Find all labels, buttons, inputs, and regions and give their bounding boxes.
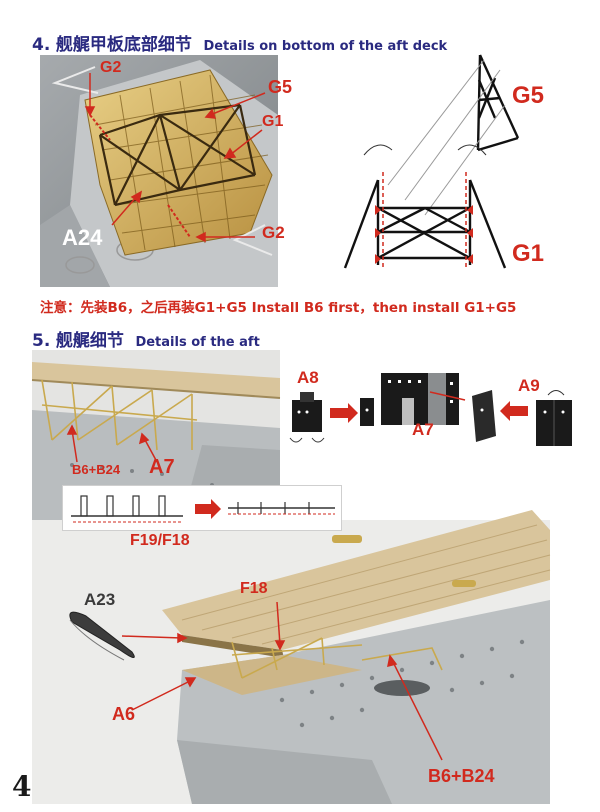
- aft-deck-bottom-illustration: [40, 55, 278, 287]
- g5-diagram-label: G5: [512, 82, 545, 109]
- aft-deck-bottom-photo: G2 G5 G1 A24 G2: [40, 55, 292, 287]
- g1-diagram-label: G1: [512, 240, 545, 267]
- g1-photo-label: G1: [262, 113, 284, 130]
- section-5-title-en: Details of the aft: [135, 335, 260, 350]
- f19-f18-parts-diagram: [71, 495, 335, 523]
- a7-photo-label: A7: [149, 456, 175, 478]
- section-4-title-zh: 舰艉甲板底部细节: [55, 35, 192, 55]
- section-4-number: 4.: [32, 35, 51, 55]
- a7-diagram-label: A7: [412, 420, 434, 439]
- a6-label: A6: [112, 704, 136, 724]
- f18-label: F18: [240, 580, 268, 597]
- section-5-title-zh: 舰艉细节: [55, 331, 124, 351]
- page-number: 4: [12, 770, 32, 803]
- section-4-title-en: Details on bottom of the aft deck: [203, 39, 448, 54]
- a9-label: A9: [518, 376, 540, 395]
- a24-label: A24: [62, 225, 103, 250]
- finished-aft-illustration: [32, 510, 551, 804]
- b6-b24-top-label: B6+B24: [72, 462, 121, 477]
- section-5-number: 5.: [32, 331, 51, 351]
- g2-bottom-label: G2: [262, 223, 285, 242]
- f19-f18-label: F19/F18: [130, 532, 190, 549]
- f19-f18-inset: [62, 485, 342, 531]
- a23-label: A23: [84, 590, 116, 609]
- b6-b24-bottom-label: B6+B24: [428, 766, 495, 786]
- g5-photo-label: G5: [268, 77, 293, 97]
- section-5-heading: 5. 舰艉细节 Details of the aft: [32, 326, 260, 351]
- finished-aft-photo: F18 A6 B6+B24: [32, 510, 551, 804]
- g2-top-label: G2: [100, 59, 122, 76]
- a8-label: A8: [297, 368, 319, 387]
- section-4-heading: 4. 舰艉甲板底部细节 Details on bottom of the aft…: [32, 30, 447, 55]
- assembly-order-note: 注意：先装B6，之后再装G1+G5 Install B6 first，then …: [40, 300, 517, 316]
